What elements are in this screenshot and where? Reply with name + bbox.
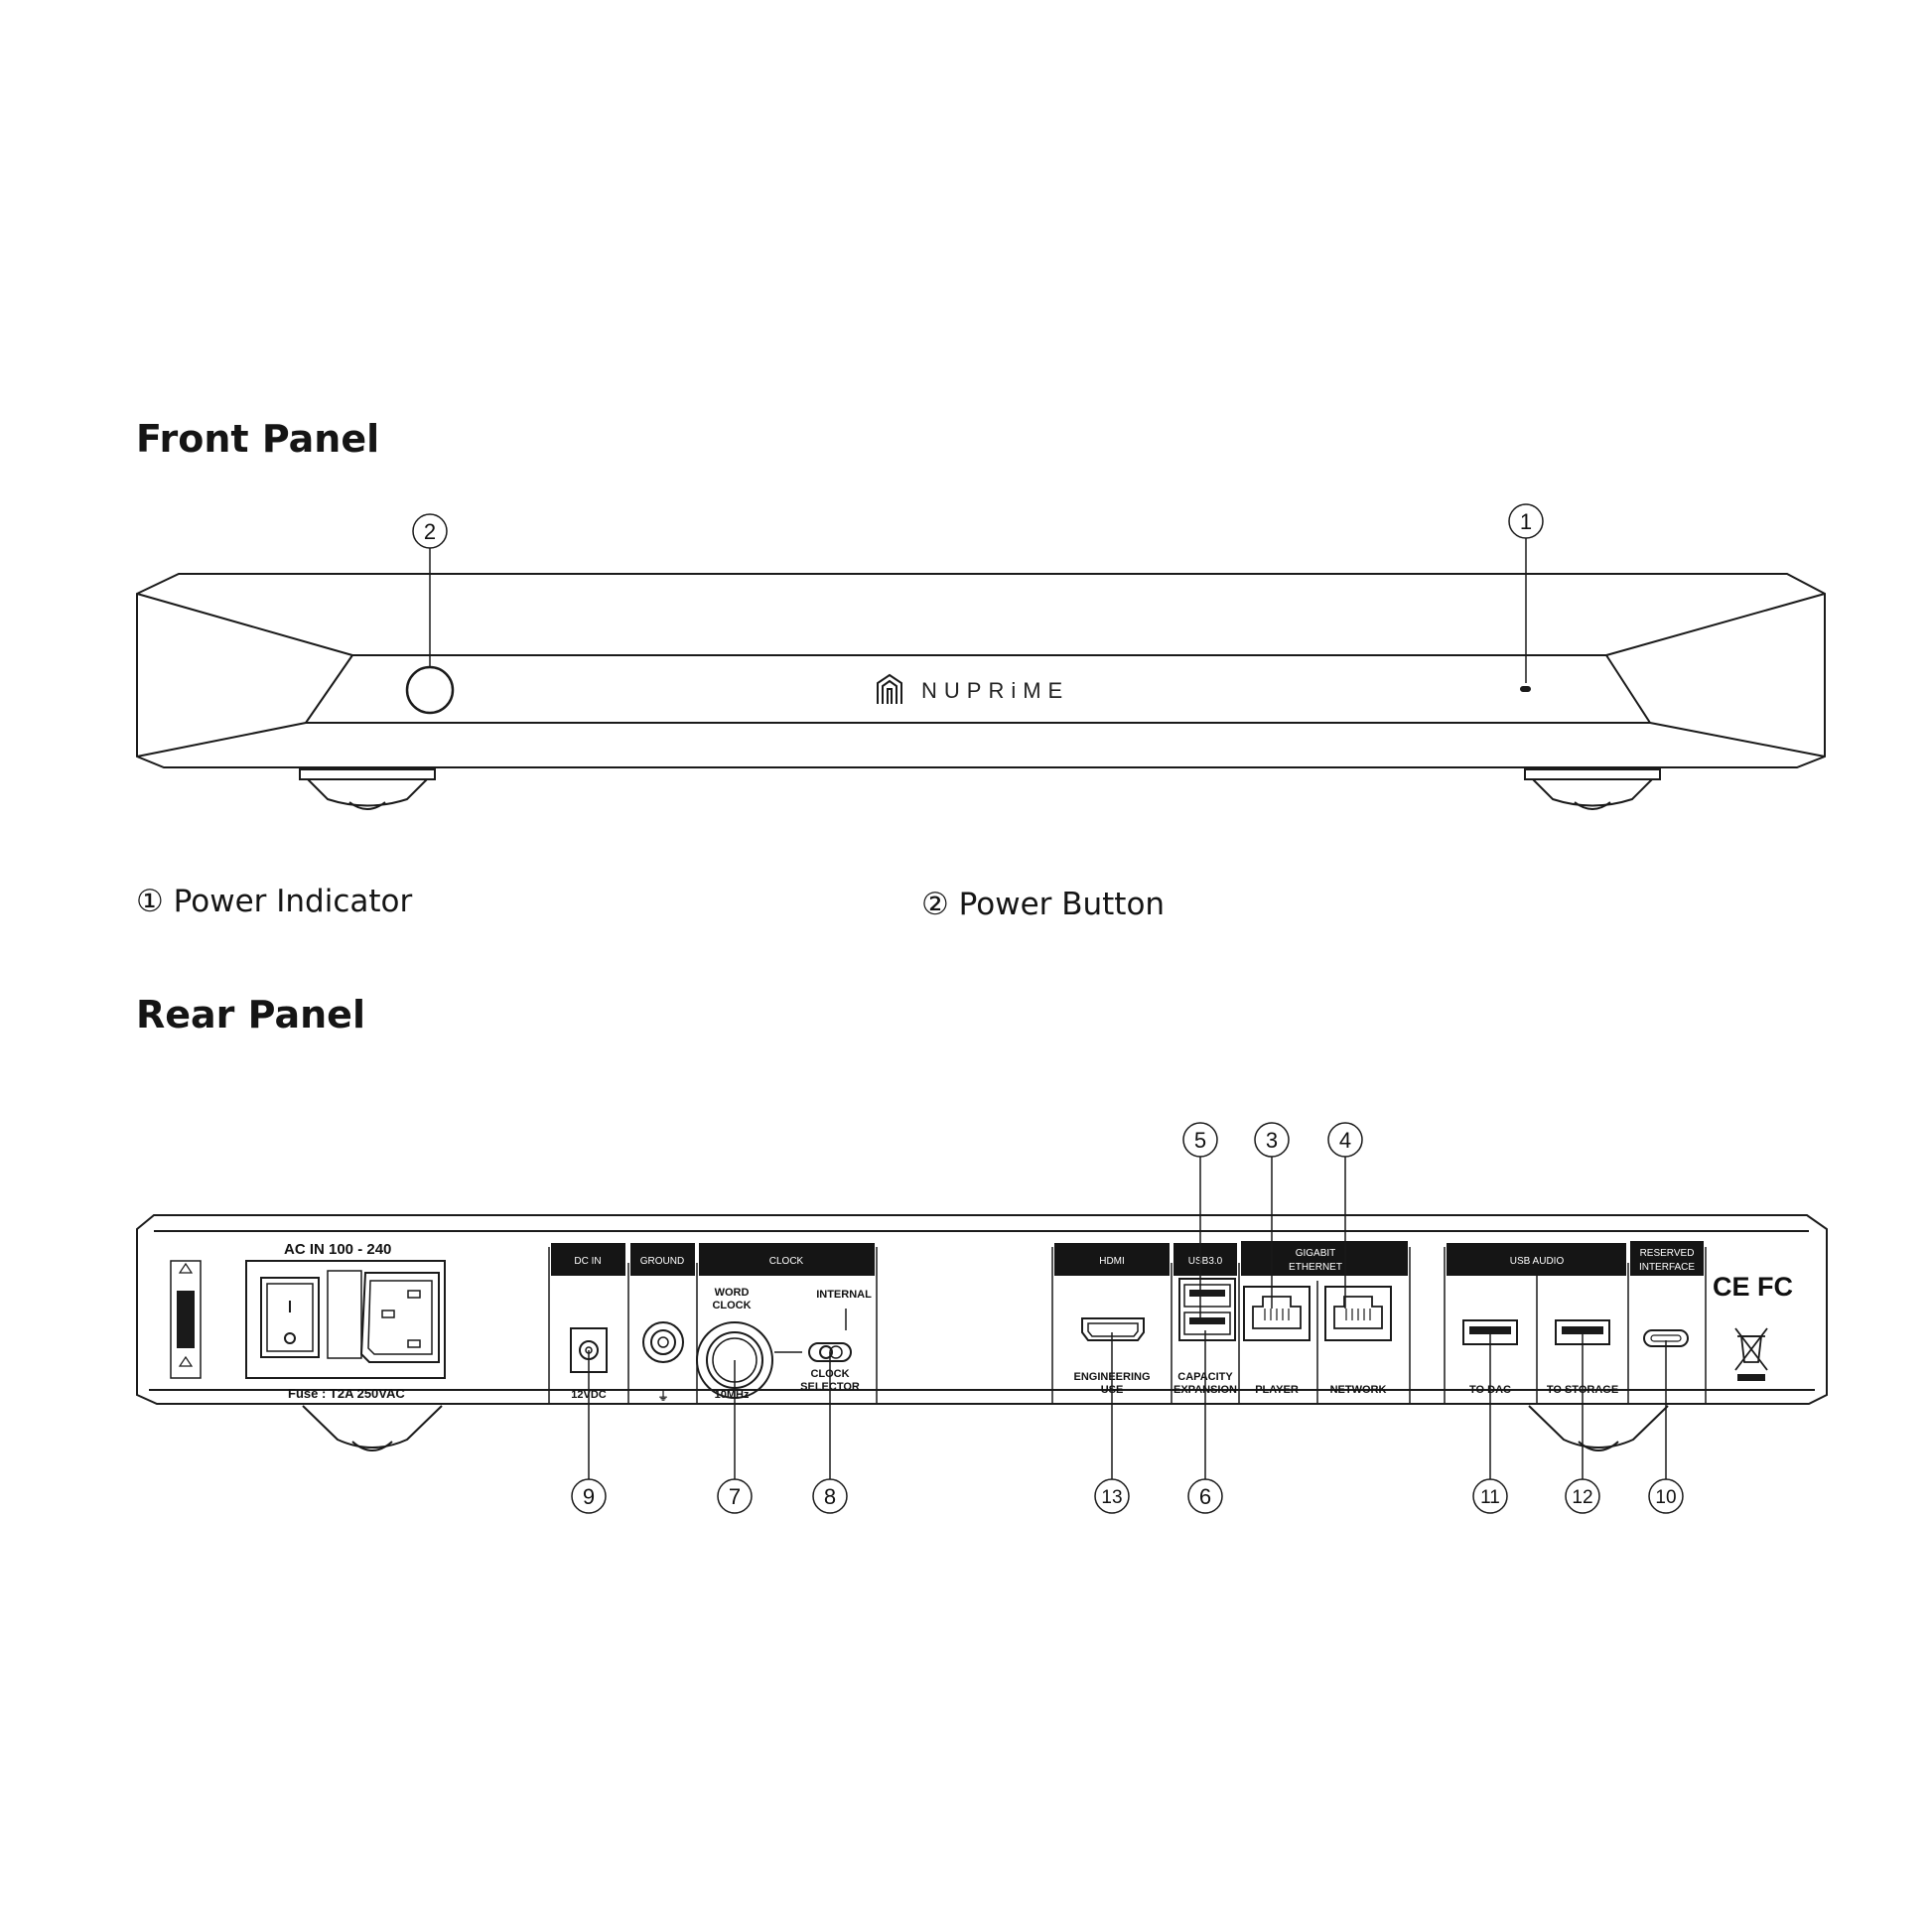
fuse-label: Fuse : T2A 250VAC — [288, 1386, 405, 1401]
label-player: PLAYER — [1255, 1384, 1299, 1396]
header-interface: INTERFACE — [1639, 1262, 1695, 1273]
rear-foot-left — [302, 1405, 443, 1451]
front-panel-heading: Front Panel — [136, 417, 380, 461]
label-10mhz: 10MHz — [715, 1389, 750, 1401]
brand-wordmark: NUPRiME — [921, 678, 1069, 703]
callout-digit-6: 6 — [1199, 1484, 1211, 1509]
callout-digit-3: 3 — [1266, 1128, 1278, 1153]
rear-panel-heading: Rear Panel — [136, 993, 365, 1036]
callout-digit-7: 7 — [729, 1484, 741, 1509]
callout-circles — [571, 1122, 1684, 1514]
usb30-ports[interactable] — [1178, 1278, 1236, 1341]
warning-label — [170, 1260, 202, 1379]
callout-digit-10: 10 — [1655, 1487, 1676, 1508]
header-bar-dc-in — [551, 1243, 625, 1276]
callout-power-button — [412, 513, 448, 667]
clock-block-frame — [548, 1247, 878, 1404]
header-ground: GROUND — [640, 1256, 684, 1267]
legend-power-indicator: ① Power Indicator — [136, 884, 412, 919]
legend-power-button: ② Power Button — [921, 887, 1165, 922]
callout-digit-12: 12 — [1572, 1487, 1592, 1508]
header-bar-hdmi — [1054, 1243, 1170, 1276]
header-reserved: RESERVED — [1640, 1248, 1695, 1259]
power-switch[interactable] — [260, 1277, 320, 1358]
nuprime-logo-icon — [877, 673, 902, 704]
ground-terminal[interactable] — [642, 1321, 684, 1363]
weee-bin-icon — [1734, 1327, 1768, 1381]
callout-digit-13: 13 — [1101, 1487, 1122, 1508]
iec-power-inlet[interactable] — [359, 1272, 440, 1363]
callout-leaders — [588, 1157, 1667, 1479]
power-indicator-led — [1520, 686, 1531, 692]
header-dc-in: DC IN — [574, 1256, 601, 1267]
header-bar-reserved — [1630, 1241, 1704, 1276]
io-block-frame — [1051, 1247, 1411, 1404]
callout-digit-11: 11 — [1480, 1487, 1500, 1508]
header-bar-usb30 — [1173, 1243, 1237, 1276]
ac-in-label: AC IN 100 - 240 — [284, 1241, 391, 1258]
header-clock: CLOCK — [769, 1256, 804, 1267]
label-network: NETWORK — [1330, 1384, 1387, 1396]
legend-number: ② — [921, 887, 949, 922]
front-foot-right — [1524, 768, 1661, 810]
header-usb-audio: USB AUDIO — [1510, 1256, 1565, 1267]
label-word: WORD — [715, 1287, 750, 1299]
legend-label: Power Button — [958, 887, 1166, 922]
header-bar-clock — [699, 1243, 875, 1276]
header-ethernet: ETHERNET — [1289, 1262, 1342, 1273]
ethernet-port-player[interactable] — [1243, 1286, 1311, 1341]
header-gigabit: GIGABIT — [1296, 1248, 1336, 1259]
callout-digit-4: 4 — [1339, 1128, 1351, 1153]
callout-digit-9: 9 — [583, 1484, 595, 1509]
ground-symbol: ⏚ — [658, 1390, 669, 1403]
callout-digit-5: 5 — [1194, 1128, 1206, 1153]
callout-digit-2: 2 — [424, 519, 436, 544]
callout-digit-1: 1 — [1520, 509, 1532, 534]
legend-number: ① — [136, 884, 164, 919]
header-bar-usb-audio — [1447, 1243, 1626, 1276]
ce-fc-mark: CE FC — [1713, 1272, 1793, 1302]
label-internal: INTERNAL — [816, 1289, 872, 1301]
fuse-holder — [327, 1270, 362, 1359]
front-foot-left — [299, 768, 436, 810]
usb-audio-block-frame — [1444, 1247, 1707, 1404]
header-bar-gigabit — [1241, 1241, 1408, 1276]
ac-module — [245, 1260, 446, 1379]
label-clock: CLOCK — [712, 1300, 751, 1311]
callout-power-indicator — [1508, 503, 1544, 683]
legend-label: Power Indicator — [173, 884, 413, 919]
callout-digit-8: 8 — [824, 1484, 836, 1509]
front-panel-chassis — [136, 573, 1826, 768]
ethernet-port-network[interactable] — [1324, 1286, 1392, 1341]
hdmi-port[interactable] — [1081, 1317, 1145, 1341]
header-bar-ground — [630, 1243, 695, 1276]
header-hdmi: HDMI — [1099, 1256, 1125, 1267]
header-usb30: USB3.0 — [1188, 1256, 1223, 1267]
